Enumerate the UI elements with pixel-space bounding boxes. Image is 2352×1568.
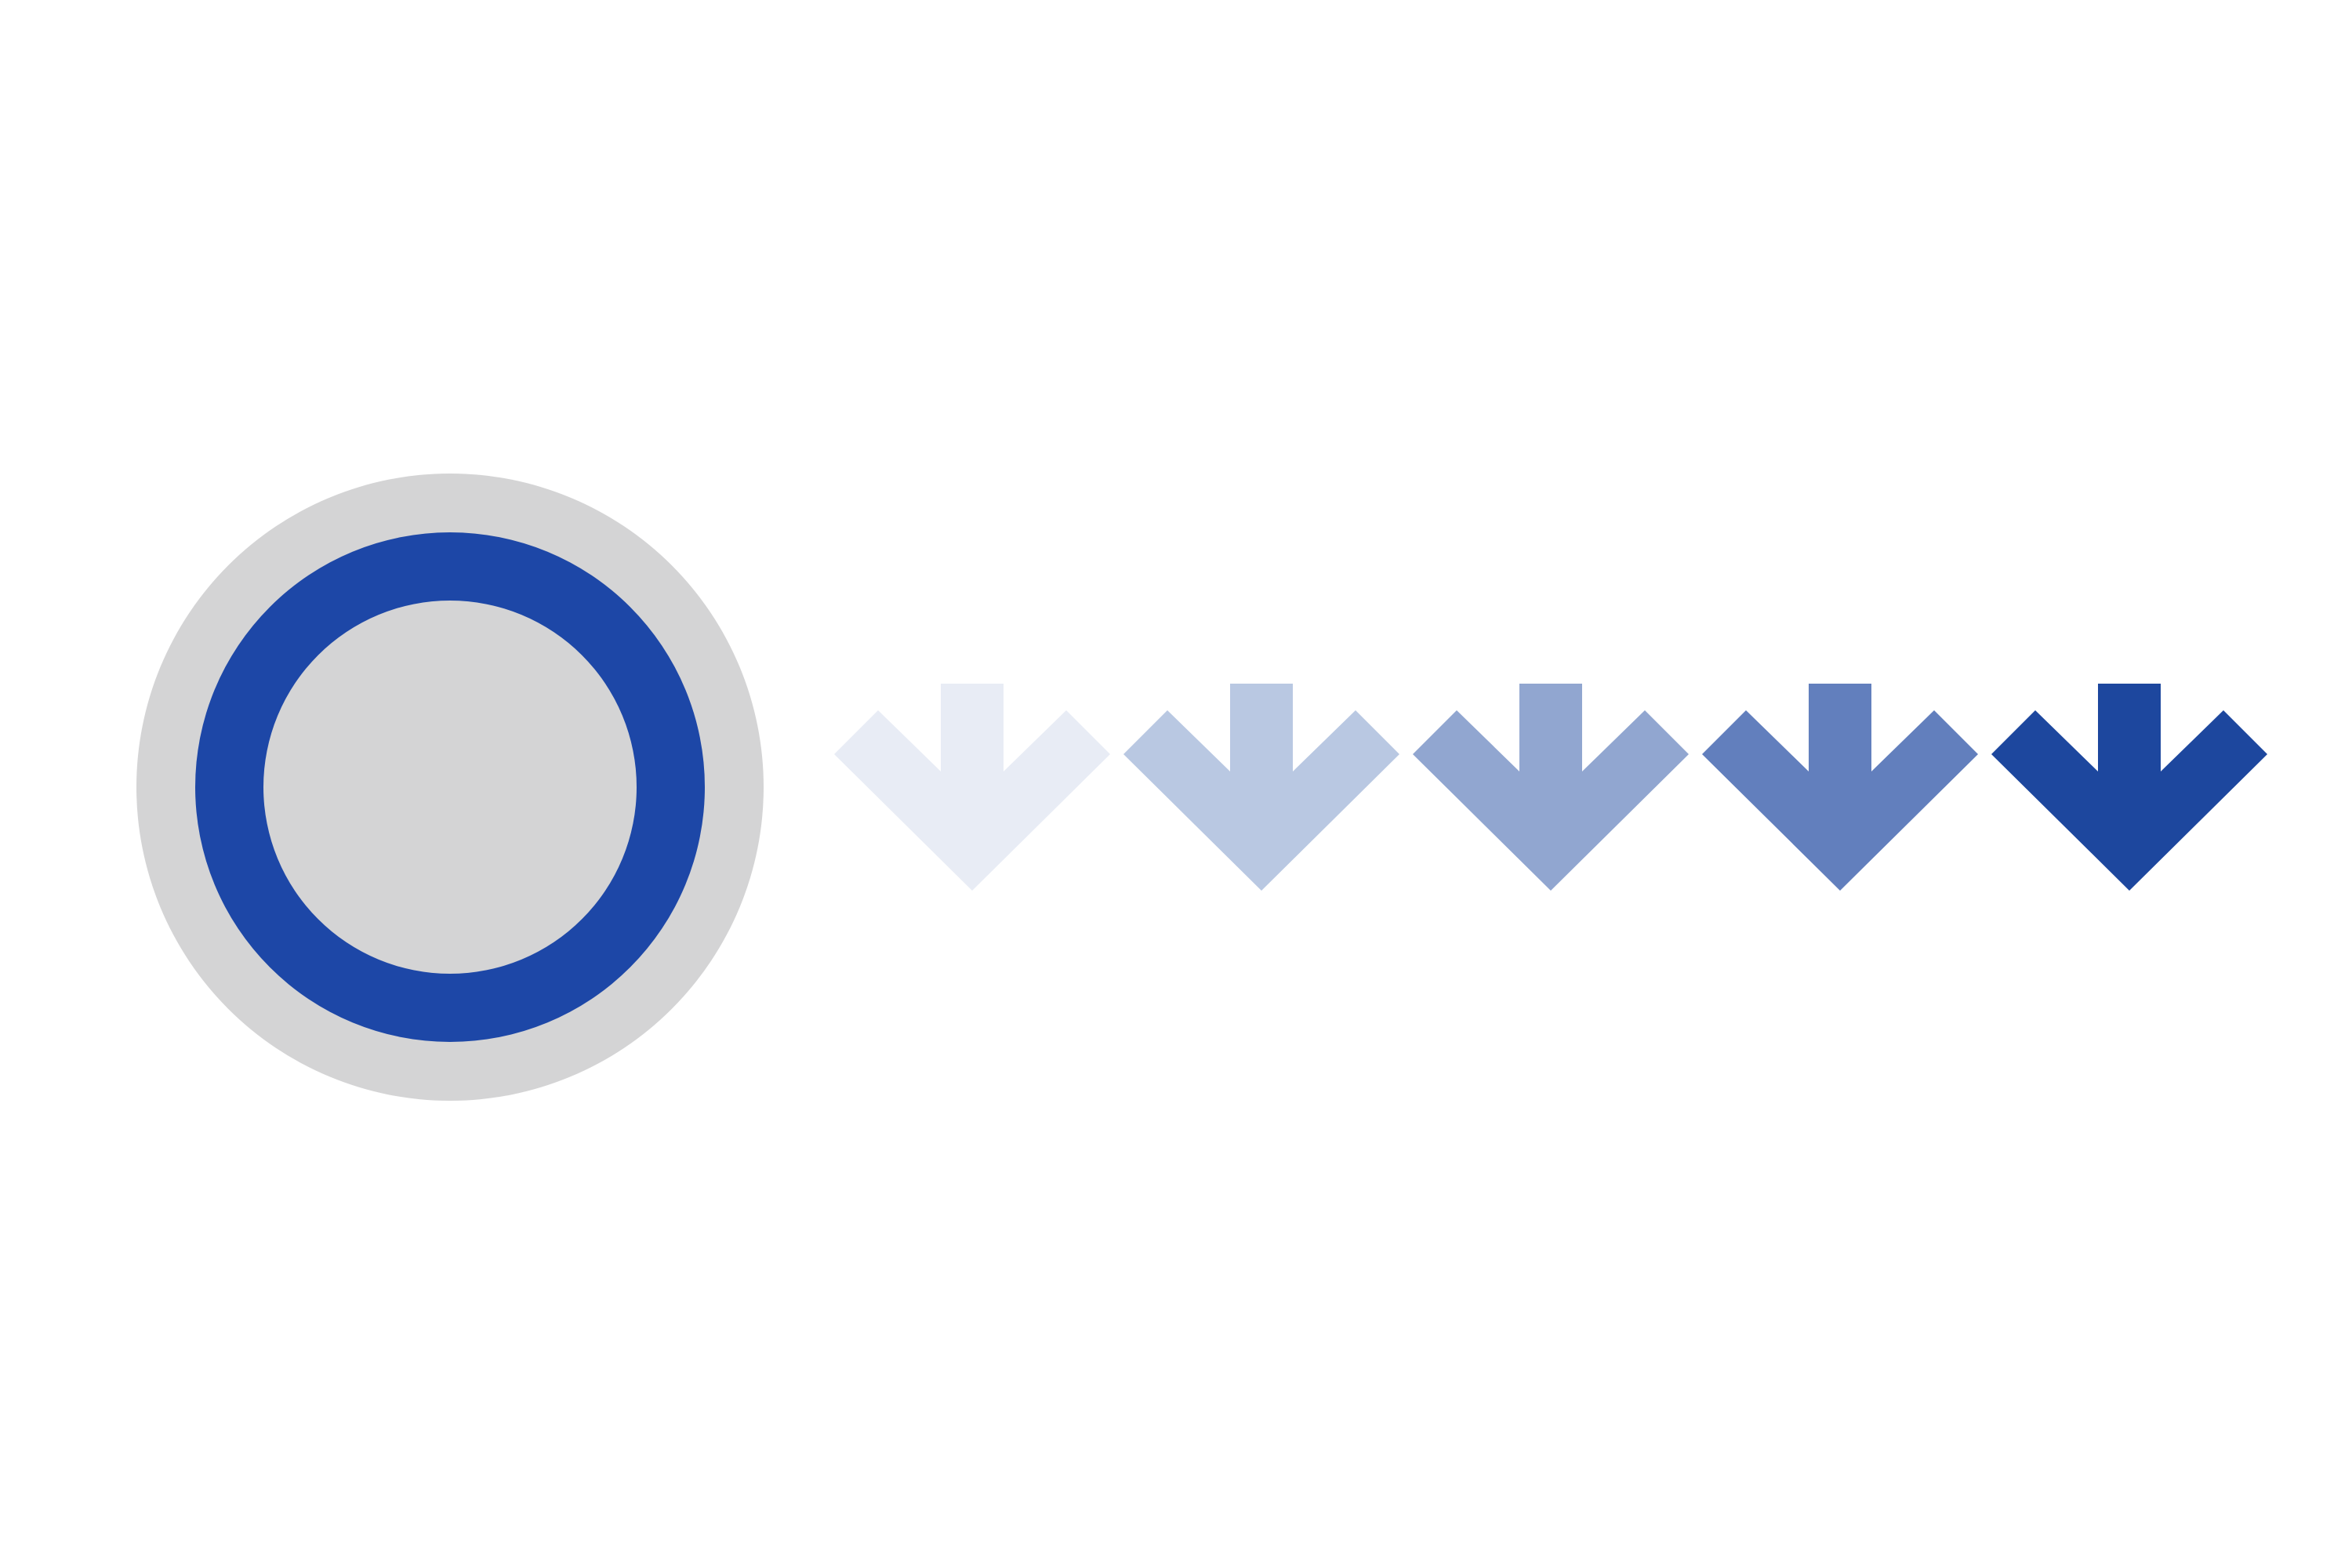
arrow-row: [834, 684, 2267, 891]
target-ring-icon: [136, 474, 764, 1101]
arrow-down-icon-1: [834, 684, 1110, 891]
arrow-down-icon-5: [1991, 684, 2267, 891]
arrow-down-icon-3: [1413, 684, 1689, 891]
arrow-down-icon-4: [1702, 684, 1978, 891]
arrow-down-icon-2: [1123, 684, 1399, 891]
target-inner-disc: [263, 601, 637, 974]
